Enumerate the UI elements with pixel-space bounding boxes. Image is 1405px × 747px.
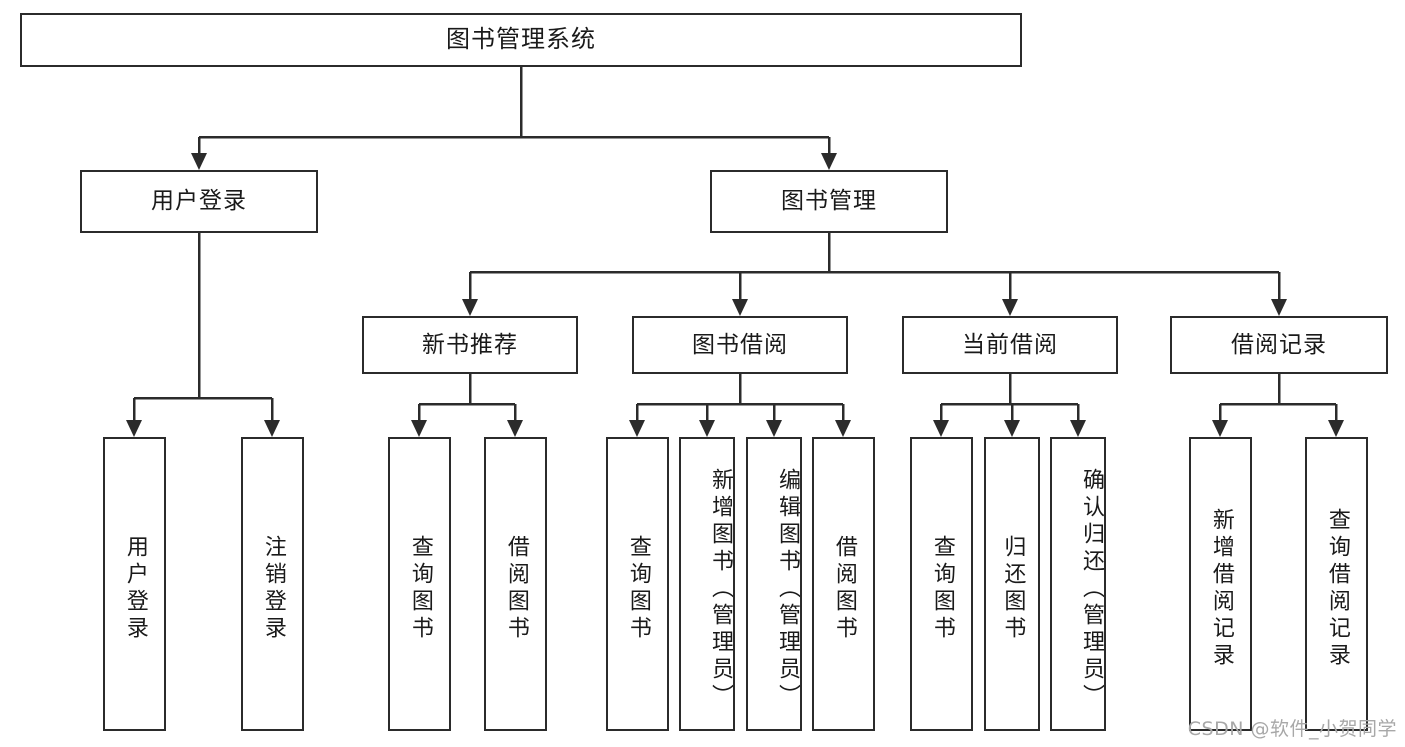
node-leaf-user-login[interactable]: 用户登录 [103, 437, 166, 731]
node-book-management[interactable]: 图书管理 [710, 170, 948, 233]
node-book-borrowing[interactable]: 图书借阅 [632, 316, 848, 374]
node-leaf-query-book-1[interactable]: 查询图书 [388, 437, 451, 731]
node-new-book-recommendation[interactable]: 新书推荐 [362, 316, 578, 374]
node-leaf-borrow-book-2[interactable]: 借阅图书 [812, 437, 875, 731]
node-leaf-borrow-book-1[interactable]: 借阅图书 [484, 437, 547, 731]
node-current-borrowing[interactable]: 当前借阅 [902, 316, 1118, 374]
node-root-system[interactable]: 图书管理系统 [20, 13, 1022, 67]
node-borrowing-records[interactable]: 借阅记录 [1170, 316, 1388, 374]
node-leaf-logout[interactable]: 注销登录 [241, 437, 304, 731]
node-user-login[interactable]: 用户登录 [80, 170, 318, 233]
node-leaf-add-book-admin[interactable]: 新增图书（管理员） [679, 437, 735, 731]
node-leaf-confirm-return-admin[interactable]: 确认归还（管理员） [1050, 437, 1106, 731]
node-leaf-query-book-2[interactable]: 查询图书 [606, 437, 669, 731]
csdn-watermark: CSDN @软件_小贺同学 [1187, 718, 1397, 740]
node-leaf-return-book[interactable]: 归还图书 [984, 437, 1040, 731]
node-leaf-edit-book-admin[interactable]: 编辑图书（管理员） [746, 437, 802, 731]
node-leaf-query-borrow-record[interactable]: 查询借阅记录 [1305, 437, 1368, 731]
node-leaf-query-book-3[interactable]: 查询图书 [910, 437, 973, 731]
node-leaf-add-borrow-record[interactable]: 新增借阅记录 [1189, 437, 1252, 731]
